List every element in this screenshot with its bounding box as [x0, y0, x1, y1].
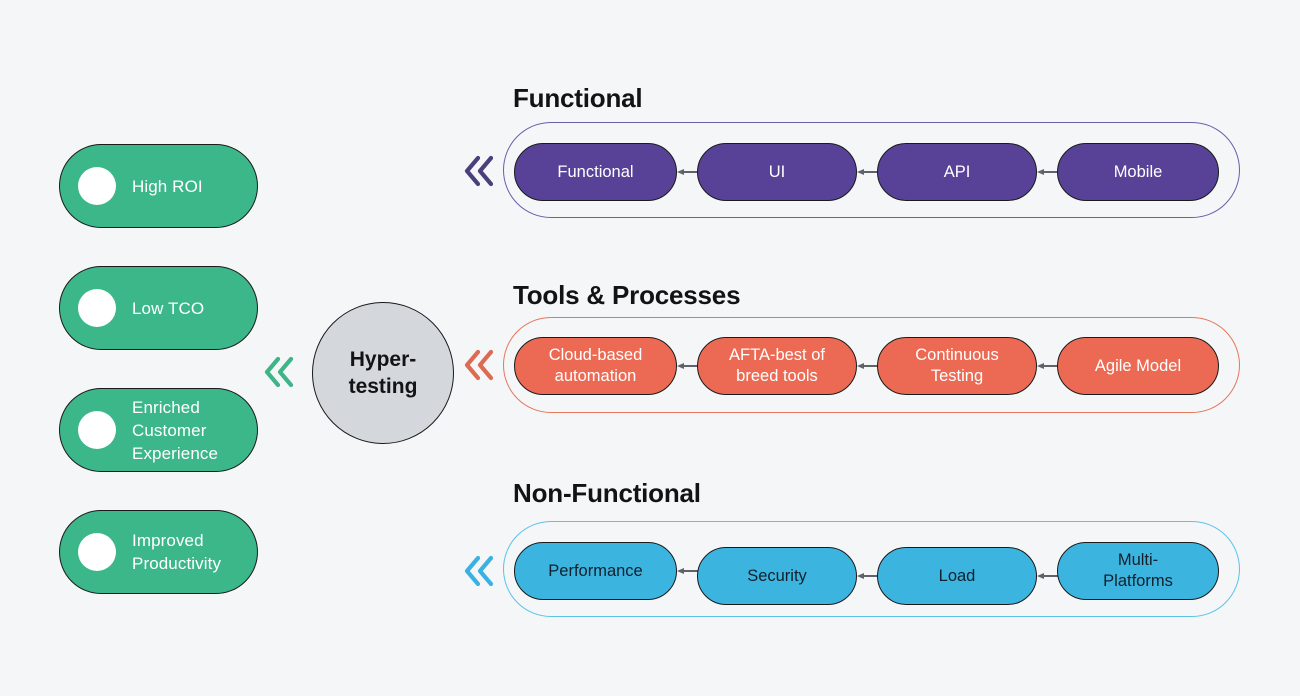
group-title-tools-processes: Tools & Processes — [513, 280, 741, 310]
connector-arrow-left-functional-3 — [1037, 165, 1059, 179]
node-label: Multi- Platforms — [1103, 551, 1173, 590]
double-chevron-left-icon-functional — [462, 151, 496, 191]
hub-circle-hyper-testing[interactable]: Hyper- testing — [312, 302, 454, 444]
track-functional — [503, 122, 1240, 218]
circle-bullet-icon — [78, 411, 116, 449]
node-functional-mobile[interactable]: Mobile — [1057, 143, 1219, 201]
node-label: AFTA-best of breed tools — [729, 346, 825, 385]
benefit-pill-low-tco[interactable]: Low TCO — [59, 266, 258, 350]
node-label: Functional — [557, 162, 634, 181]
node-functional-ui[interactable]: UI — [697, 143, 857, 201]
hub-label: Hyper- testing — [348, 348, 418, 398]
connector-arrow-left-non-functional-3 — [1037, 569, 1059, 583]
node-tools-continuous-testing[interactable]: Continuous Testing — [877, 337, 1037, 395]
node-label: Security — [747, 566, 807, 585]
group-title-functional: Functional — [513, 83, 643, 113]
node-label: Cloud-based automation — [548, 346, 643, 385]
connector-arrow-left-functional-1 — [677, 165, 699, 179]
node-non-functional-security[interactable]: Security — [697, 547, 857, 605]
node-functional-api[interactable]: API — [877, 143, 1037, 201]
node-label: Performance — [548, 561, 643, 580]
double-chevron-left-icon-tools-processes — [462, 345, 496, 385]
double-chevron-left-icon-hub — [262, 352, 296, 392]
benefit-label: Improved Productivity — [132, 531, 222, 573]
circle-bullet-icon — [78, 289, 116, 327]
node-label: API — [943, 162, 971, 181]
connector-arrow-left-non-functional-2 — [857, 569, 879, 583]
track-non-functional — [503, 521, 1240, 617]
circle-bullet-icon — [78, 533, 116, 571]
node-label: Continuous Testing — [915, 346, 999, 385]
connector-arrow-left-tools-3 — [1037, 359, 1059, 373]
benefit-pill-enriched-customer-experience[interactable]: Enriched Customer Experience — [59, 388, 258, 472]
node-tools-agile-model[interactable]: Agile Model — [1057, 337, 1219, 395]
node-tools-afta-best-of-breed-tools[interactable]: AFTA-best of breed tools — [697, 337, 857, 395]
node-label: Load — [938, 566, 976, 585]
node-non-functional-load[interactable]: Load — [877, 547, 1037, 605]
node-label: Agile Model — [1094, 356, 1182, 375]
benefit-label: High ROI — [132, 176, 203, 196]
node-non-functional-multi-platforms[interactable]: Multi- Platforms — [1057, 542, 1219, 600]
benefit-pill-improved-productivity[interactable]: Improved Productivity — [59, 510, 258, 594]
double-chevron-left-icon-non-functional — [462, 551, 496, 591]
node-label: UI — [768, 162, 786, 181]
node-functional-functional[interactable]: Functional — [514, 143, 677, 201]
connector-arrow-left-functional-2 — [857, 165, 879, 179]
node-non-functional-performance[interactable]: Performance — [514, 542, 677, 600]
benefit-label: Low TCO — [132, 298, 205, 318]
node-tools-cloud-based-automation[interactable]: Cloud-based automation — [514, 337, 677, 395]
benefit-label: Enriched Customer Experience — [132, 397, 219, 463]
track-tools-processes — [503, 317, 1240, 413]
circle-bullet-icon — [78, 167, 116, 205]
node-label: Mobile — [1113, 162, 1163, 181]
connector-arrow-left-non-functional-1 — [677, 564, 699, 578]
benefit-pill-high-roi[interactable]: High ROI — [59, 144, 258, 228]
group-title-non-functional: Non-Functional — [513, 478, 701, 508]
connector-arrow-left-tools-2 — [857, 359, 879, 373]
connector-arrow-left-tools-1 — [677, 359, 699, 373]
